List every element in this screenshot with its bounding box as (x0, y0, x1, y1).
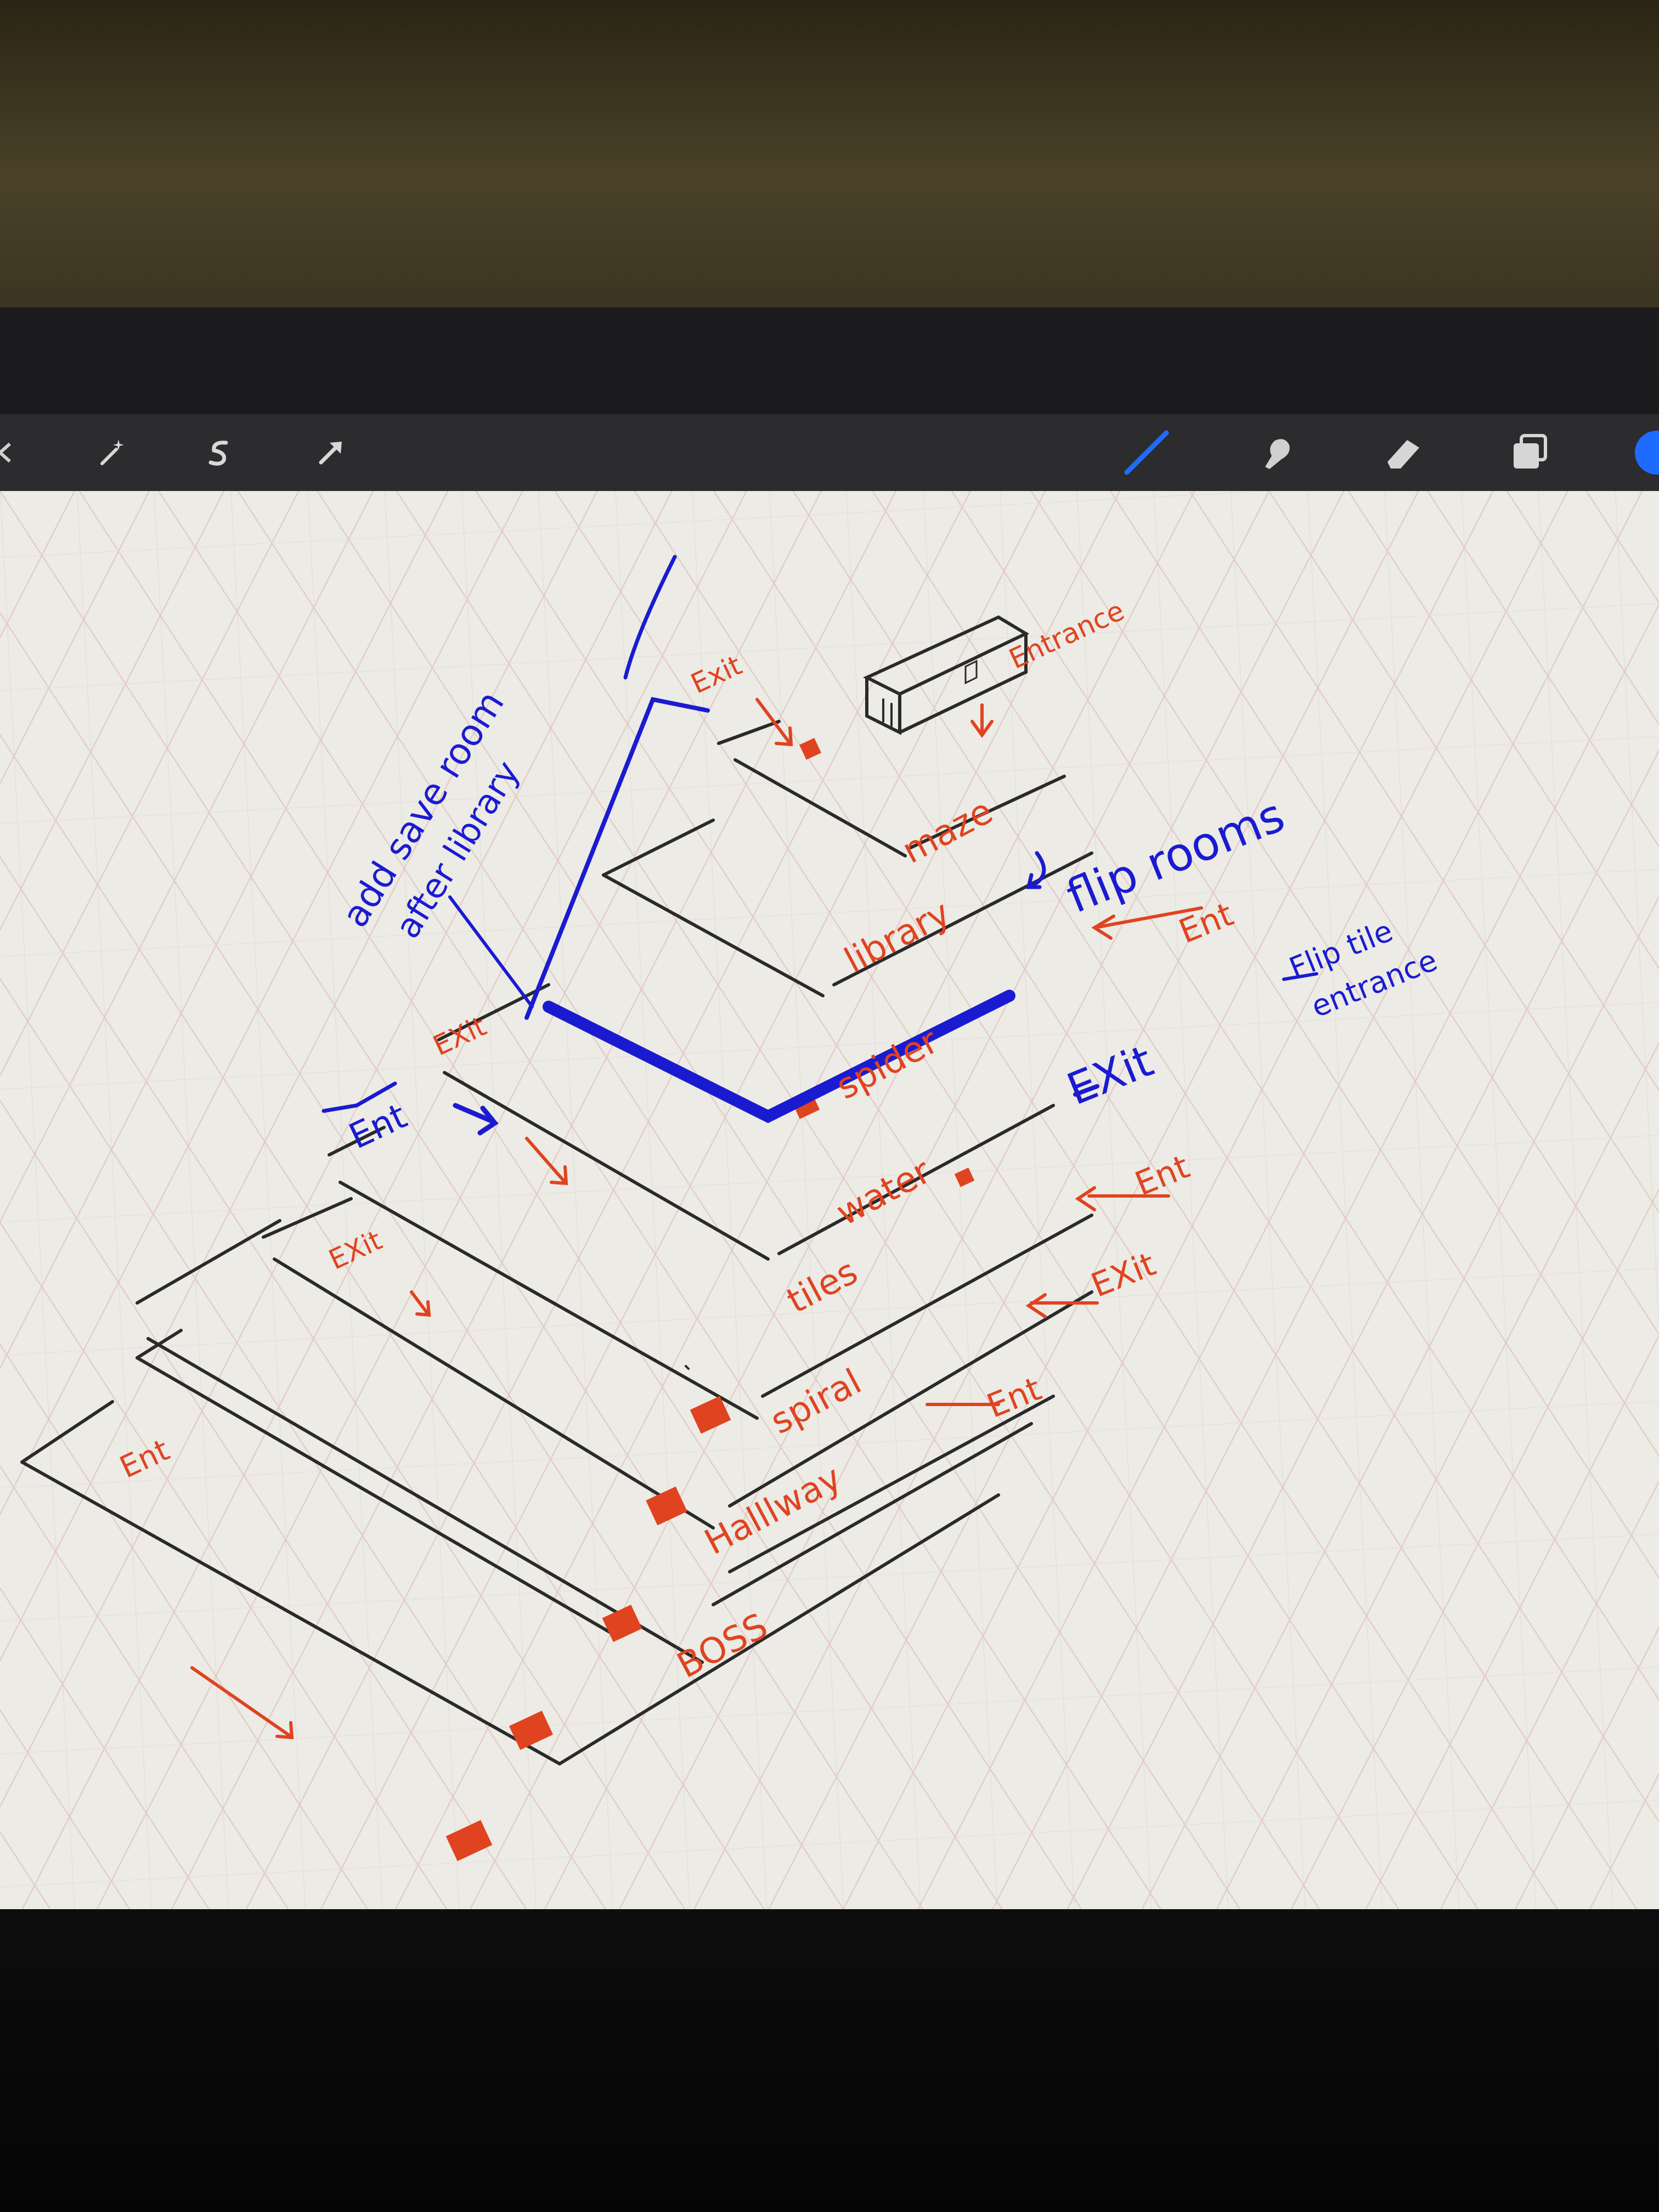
label-exit-b: EXit (324, 1224, 387, 1276)
smudge-icon[interactable] (1251, 426, 1304, 479)
building-door (882, 698, 893, 727)
app-toolbar (0, 414, 1659, 491)
label-ent-1: Ent (1173, 895, 1238, 951)
room-outline-water-right (761, 1214, 1093, 1398)
tile-marker (602, 1604, 642, 1643)
room-label-boss: BOSS (671, 1606, 775, 1686)
room-outline-spider-left (437, 983, 550, 1041)
exit-blue-arrow-icon (1073, 1084, 1099, 1097)
room-outline-spider-right (777, 1104, 1055, 1255)
color-swatch-icon[interactable] (1624, 426, 1659, 479)
ent-blue-arrow-icon (453, 1103, 499, 1136)
tile-markers (445, 738, 975, 1861)
room-label-spiral: spiral (764, 1362, 868, 1443)
room-outline-spiral-left (136, 1219, 281, 1305)
entrance-arrow-icon (970, 703, 994, 738)
exit-arrow-icon-3 (525, 1137, 568, 1186)
room-label-tiles: tiles (781, 1251, 865, 1322)
room-outlines (20, 615, 1093, 1765)
label-flip-rooms: flip rooms (1059, 788, 1292, 923)
flip-arrows-icon (1026, 851, 1046, 889)
tile-marker (509, 1711, 554, 1750)
room-outline-maze-left (717, 720, 781, 745)
marker-labels: Exit Entrance Ent Ent EXit Ent EXit EXit… (114, 595, 1238, 1485)
ent-arrow-icon (1091, 906, 1203, 940)
room-outline-library-bottom (602, 873, 825, 997)
room-label-library: library (838, 893, 957, 981)
room-label-water: water (830, 1151, 938, 1234)
lower-bezel (0, 1909, 1659, 2212)
room-outline-library-right (832, 851, 1093, 986)
room-label-maze: maze (896, 791, 1000, 872)
brush-icon[interactable] (1119, 426, 1172, 479)
room-outline-boss-right (558, 1493, 1000, 1765)
room-outline-library-left (602, 819, 715, 877)
room-outline-maze-bottom (733, 758, 907, 857)
room-outline-tiles-bottom (273, 1257, 715, 1530)
ent-arrow-icon-4 (190, 1666, 294, 1740)
room-outline-water-left (328, 1126, 386, 1156)
room-outline-hallway-right (712, 1422, 1033, 1606)
exit-arrow-icon (755, 698, 793, 747)
room-outline-tiles-right (728, 1290, 1093, 1508)
callout-line (524, 697, 710, 1020)
callout-tail (623, 555, 677, 680)
blue-annotations (321, 555, 1318, 1136)
room-outline-spider-bottom (443, 1071, 770, 1261)
bracket (321, 1081, 397, 1113)
eraser-icon[interactable] (1377, 426, 1430, 479)
red-arrows (190, 698, 1203, 1740)
exit-arrow-icon-2 (1025, 1293, 1099, 1318)
building-right-wall (898, 632, 1028, 734)
building-window (964, 659, 978, 685)
room-outline-spiral-bottom (146, 1337, 704, 1664)
room-outline-water-bottom (338, 1181, 759, 1420)
label-exit-top: Exit (686, 649, 747, 700)
tile-marker (954, 1167, 975, 1187)
adjustments-magic-wand-icon[interactable] (86, 426, 138, 479)
label-exit-2: EXit (1086, 1245, 1161, 1305)
room-outline-hallway-bottom (136, 1356, 616, 1637)
room-labels: maze library spider water tiles spiral H… (671, 791, 1000, 1686)
tile-marker (690, 1396, 731, 1434)
back-icon[interactable] (0, 426, 31, 479)
room-label-spider: spider (830, 1020, 945, 1108)
room-outline-maze-right (909, 775, 1066, 849)
ent-arrow-icon-2 (1075, 1186, 1170, 1211)
room-outline-tiles-left (262, 1197, 353, 1239)
background-wall (0, 0, 1659, 324)
building-left-wall (865, 676, 901, 735)
sketch-layer: maze library spider water tiles spiral H… (20, 555, 1442, 1861)
room-outline-spiral-right (728, 1395, 1055, 1573)
callout-line-2 (448, 895, 534, 1008)
room-outline-boss-left (20, 1400, 114, 1464)
selection-s-icon[interactable] (193, 426, 246, 479)
tile-marker (646, 1486, 687, 1526)
exit-arrow-icon-4 (410, 1290, 431, 1317)
tile-marker (445, 1820, 493, 1861)
flip-tile-arrow-icon (1282, 972, 1318, 981)
label-exit-1: EXit (1060, 1035, 1160, 1115)
room-outline-boss-bottom (20, 1460, 561, 1765)
drawing-canvas[interactable]: maze library spider water tiles spiral H… (0, 491, 1659, 1909)
isometric-grid (0, 491, 1659, 1909)
label-ent-far: Ent (114, 1432, 174, 1485)
label-ent-3: Ent (981, 1370, 1046, 1426)
tile-marker (799, 738, 821, 760)
transform-arrow-icon[interactable] (304, 426, 357, 479)
layers-icon[interactable] (1503, 426, 1556, 479)
highlight-path (543, 990, 1015, 1124)
